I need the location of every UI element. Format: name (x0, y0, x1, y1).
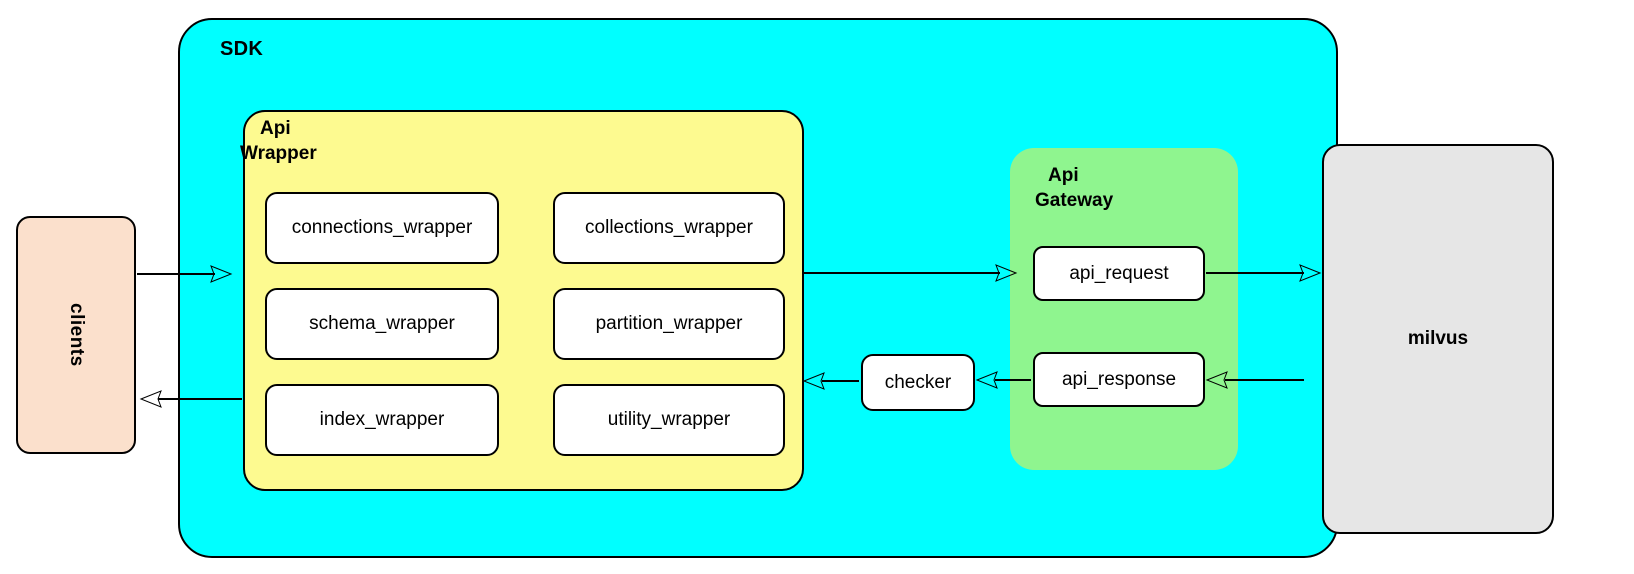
index-wrapper-card[interactable]: index_wrapper (265, 384, 499, 456)
api-gateway-title: Api Gateway (1035, 163, 1208, 213)
api-request-card[interactable]: api_request (1033, 246, 1205, 301)
collections-wrapper-card[interactable]: collections_wrapper (553, 192, 785, 264)
checker-label: checker (884, 371, 952, 393)
api-wrapper-title-line2: Wrapper (240, 143, 317, 164)
connections-wrapper-card[interactable]: connections_wrapper (265, 192, 499, 264)
clients-label: clients (66, 303, 87, 367)
clients-node[interactable]: clients (16, 216, 136, 454)
milvus-label: milvus (1407, 328, 1469, 349)
utility-wrapper-label: utility_wrapper (607, 409, 731, 430)
api-gateway-title-line1: Api (1048, 165, 1079, 186)
sdk-title: SDK (220, 38, 264, 60)
checker-node[interactable]: checker (861, 354, 975, 411)
index-wrapper-label: index_wrapper (319, 409, 445, 430)
schema-wrapper-label: schema_wrapper (309, 313, 455, 334)
schema-wrapper-card[interactable]: schema_wrapper (265, 288, 499, 360)
milvus-node[interactable]: milvus (1322, 144, 1554, 534)
api-gateway-title-line2: Gateway (1035, 190, 1114, 211)
collections-wrapper-label: collections_wrapper (585, 217, 753, 238)
utility-wrapper-card[interactable]: utility_wrapper (553, 384, 785, 456)
partition-wrapper-label: partition_wrapper (595, 313, 743, 334)
api-wrapper-title: Api Wrapper (240, 116, 380, 166)
api-wrapper-title-line1: Api (260, 118, 291, 139)
connections-wrapper-label: connections_wrapper (291, 217, 473, 238)
api-response-label: api_response (1061, 368, 1177, 390)
partition-wrapper-card[interactable]: partition_wrapper (553, 288, 785, 360)
api-request-label: api_request (1069, 262, 1169, 284)
api-response-card[interactable]: api_response (1033, 352, 1205, 407)
api-gateway-container[interactable] (1010, 148, 1238, 470)
